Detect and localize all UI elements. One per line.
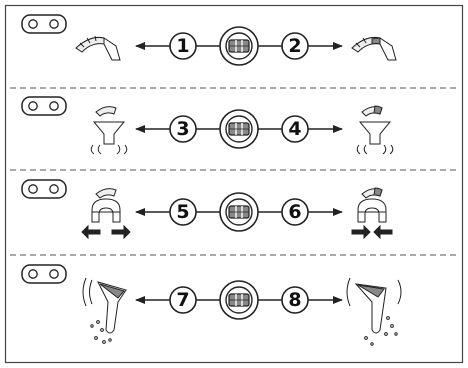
action-number-left: 3 — [176, 118, 189, 140]
joystick-knob-icon — [219, 280, 259, 320]
blade-arc-segments-left-icon — [75, 35, 121, 61]
scoop-shake-left-icon — [82, 277, 127, 344]
scoop-shake-right-icon — [346, 277, 402, 346]
action-number-right: 4 — [288, 118, 301, 140]
mode-pair-indicator-icon — [21, 14, 67, 34]
clamp-close-icon — [351, 187, 393, 240]
row-3: 5 6 — [21, 179, 393, 240]
blade-arc-segments-right-icon — [351, 37, 397, 61]
action-number-right: 2 — [288, 35, 301, 57]
action-number-right: 6 — [288, 201, 301, 223]
row-4: 7 8 — [21, 264, 402, 346]
action-number-right: 8 — [288, 289, 301, 311]
row-1: 1 2 — [21, 14, 397, 66]
mode-pair-indicator-icon — [21, 179, 67, 199]
row-dividers — [10, 87, 458, 256]
action-number-left: 1 — [176, 35, 189, 57]
clamp-open-icon — [81, 188, 131, 240]
row-2: 3 4 — [21, 96, 394, 155]
funnel-rotation-right-icon — [356, 105, 394, 155]
funnel-rotation-left-icon — [90, 106, 128, 155]
action-number-left: 7 — [176, 289, 189, 311]
action-number-left: 5 — [176, 201, 189, 223]
joystick-knob-icon — [219, 109, 259, 149]
joystick-knob-icon — [219, 26, 259, 66]
mode-pair-indicator-icon — [21, 264, 67, 284]
joystick-knob-icon — [219, 192, 259, 232]
mode-pair-indicator-icon — [21, 96, 67, 116]
